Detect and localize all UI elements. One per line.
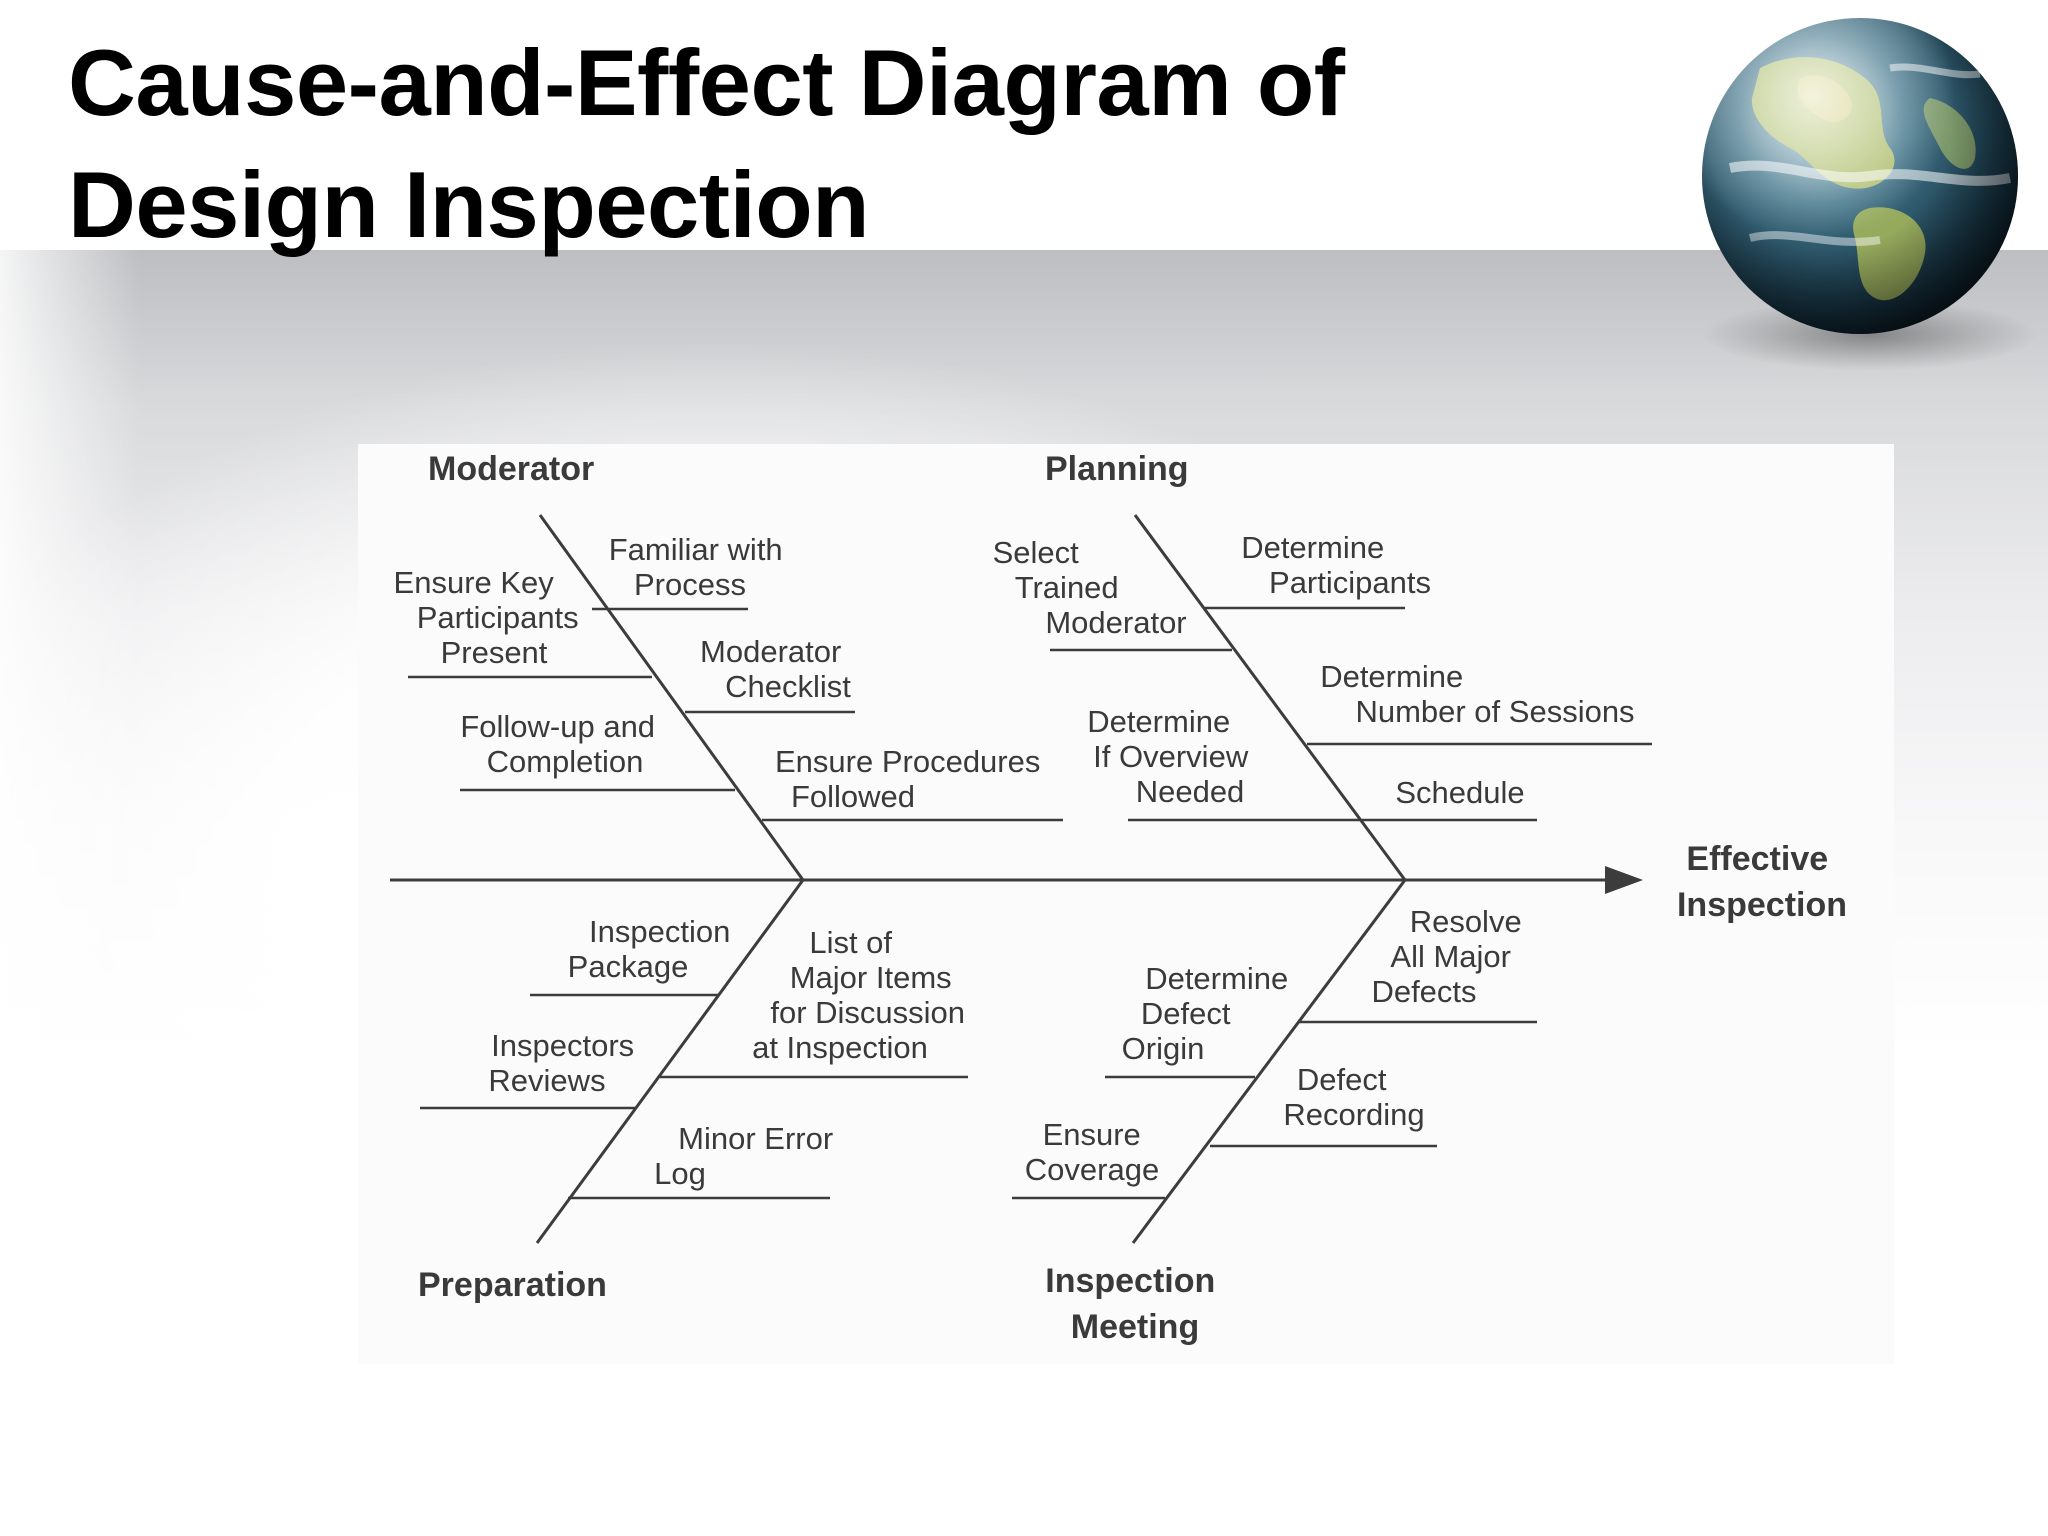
cause-coverage: Ensure Coverage xyxy=(1025,1117,1159,1187)
cause-familiar-line1: Familiar with xyxy=(609,532,783,567)
cause-select: Select Trained Moderator xyxy=(993,535,1187,640)
cause-overview-line2: If Overview xyxy=(1093,739,1249,774)
cause-reviews-line1: Inspectors xyxy=(491,1028,634,1063)
cause-participants-line1: Determine xyxy=(1241,530,1384,565)
cause-major-items-line3: for Discussion xyxy=(770,995,965,1030)
cause-origin-line3: Origin xyxy=(1122,1031,1205,1066)
title-line-2: Design Inspection xyxy=(68,152,870,257)
cause-coverage-line2: Coverage xyxy=(1025,1152,1159,1187)
cause-recording-line2: Recording xyxy=(1283,1097,1424,1132)
cause-follow-up-line2: Completion xyxy=(487,744,644,779)
cause-origin: Determine Defect Origin xyxy=(1122,961,1297,1066)
globe-shine xyxy=(1702,18,2018,334)
cause-familiar-line2: Process xyxy=(634,567,746,602)
cause-coverage-line1: Ensure xyxy=(1043,1117,1141,1152)
cause-participants-line2: Participants xyxy=(1269,565,1431,600)
cause-resolve-line1: Resolve xyxy=(1410,904,1522,939)
cause-minor-log: Minor Error Log xyxy=(654,1121,842,1191)
cause-ensure-key-line2: Participants xyxy=(417,600,579,635)
category-inspection-meeting-line1: Inspection xyxy=(1045,1262,1215,1300)
category-inspection-meeting-line2: Meeting xyxy=(1071,1308,1199,1346)
cause-recording: Defect Recording xyxy=(1283,1062,1424,1132)
cause-schedule-line1: Schedule xyxy=(1395,775,1524,810)
preparation-bone xyxy=(535,879,805,1244)
cause-follow-up: Follow-up and Completion xyxy=(460,709,663,779)
cause-origin-line2: Defect xyxy=(1141,996,1231,1031)
spine-arrowhead xyxy=(1605,866,1643,894)
cause-sessions-line1: Determine xyxy=(1320,659,1463,694)
cause-recording-line1: Defect xyxy=(1297,1062,1387,1097)
cause-checklist: Moderator Checklist xyxy=(700,634,851,704)
inspection-meeting-bone xyxy=(1131,879,1407,1244)
cause-overview-line3: Needed xyxy=(1136,774,1245,809)
title-line-1: Cause-and-Effect Diagram of xyxy=(68,30,1345,135)
cause-overview-line1: Determine xyxy=(1087,704,1230,739)
effect-label-line2: Inspection xyxy=(1677,886,1847,924)
moderator-bone xyxy=(538,514,805,881)
cause-select-line3: Moderator xyxy=(1045,605,1186,640)
cause-resolve-line2: All Major xyxy=(1390,939,1511,974)
cause-ensure-key-line3: Present xyxy=(441,635,548,670)
slide-title: Cause-and-Effect Diagram of Design Inspe… xyxy=(68,22,1628,266)
cause-major-items: List of Major Items for Discussion at In… xyxy=(752,925,974,1065)
cause-package-line2: Package xyxy=(568,949,689,984)
cause-checklist-line2: Checklist xyxy=(725,669,851,704)
cause-schedule: Schedule xyxy=(1395,775,1524,810)
cause-package: Inspection Package xyxy=(568,914,739,984)
cause-ensure-key-line1: Ensure Key xyxy=(394,565,555,600)
cause-package-line1: Inspection xyxy=(589,914,730,949)
cause-procedures: Ensure Procedures Followed xyxy=(775,744,1049,814)
cause-resolve-line3: Defects xyxy=(1371,974,1476,1009)
cause-resolve: Resolve All Major Defects xyxy=(1371,904,1530,1009)
cause-reviews: Inspectors Reviews xyxy=(488,1028,642,1098)
cause-procedures-line2: Followed xyxy=(791,779,915,814)
cause-reviews-line2: Reviews xyxy=(488,1063,605,1098)
cause-major-items-line1: List of xyxy=(809,925,892,960)
cause-sessions-line2: Number of Sessions xyxy=(1355,694,1634,729)
cause-major-items-line4: at Inspection xyxy=(752,1030,928,1065)
cause-select-line2: Trained xyxy=(1015,570,1119,605)
cause-overview: Determine If Overview Needed xyxy=(1087,704,1257,809)
effect-label: Effective Inspection xyxy=(1677,840,1847,924)
cause-major-items-line2: Major Items xyxy=(790,960,952,995)
category-planning: Planning xyxy=(1045,450,1189,488)
cause-participants: Determine Participants xyxy=(1241,530,1431,600)
cause-checklist-line1: Moderator xyxy=(700,634,841,669)
cause-follow-up-line1: Follow-up and xyxy=(460,709,655,744)
cause-sessions: Determine Number of Sessions xyxy=(1320,659,1634,729)
category-moderator: Moderator xyxy=(428,450,594,488)
background-fade xyxy=(0,250,140,1150)
diagram-panel xyxy=(358,444,1894,1364)
cause-procedures-line1: Ensure Procedures xyxy=(775,744,1040,779)
cause-minor-log-line1: Minor Error xyxy=(678,1121,833,1156)
category-preparation: Preparation xyxy=(418,1266,607,1304)
cause-select-line1: Select xyxy=(993,535,1080,570)
cause-ensure-key: Ensure Key Participants Present xyxy=(394,565,588,670)
globe-icon xyxy=(1702,18,2018,334)
cause-minor-log-line2: Log xyxy=(654,1156,706,1191)
cause-origin-line1: Determine xyxy=(1145,961,1288,996)
category-inspection-meeting: Inspection Meeting xyxy=(1045,1262,1224,1346)
cause-familiar: Familiar with Process xyxy=(609,532,792,602)
effect-label-line1: Effective xyxy=(1686,840,1828,878)
